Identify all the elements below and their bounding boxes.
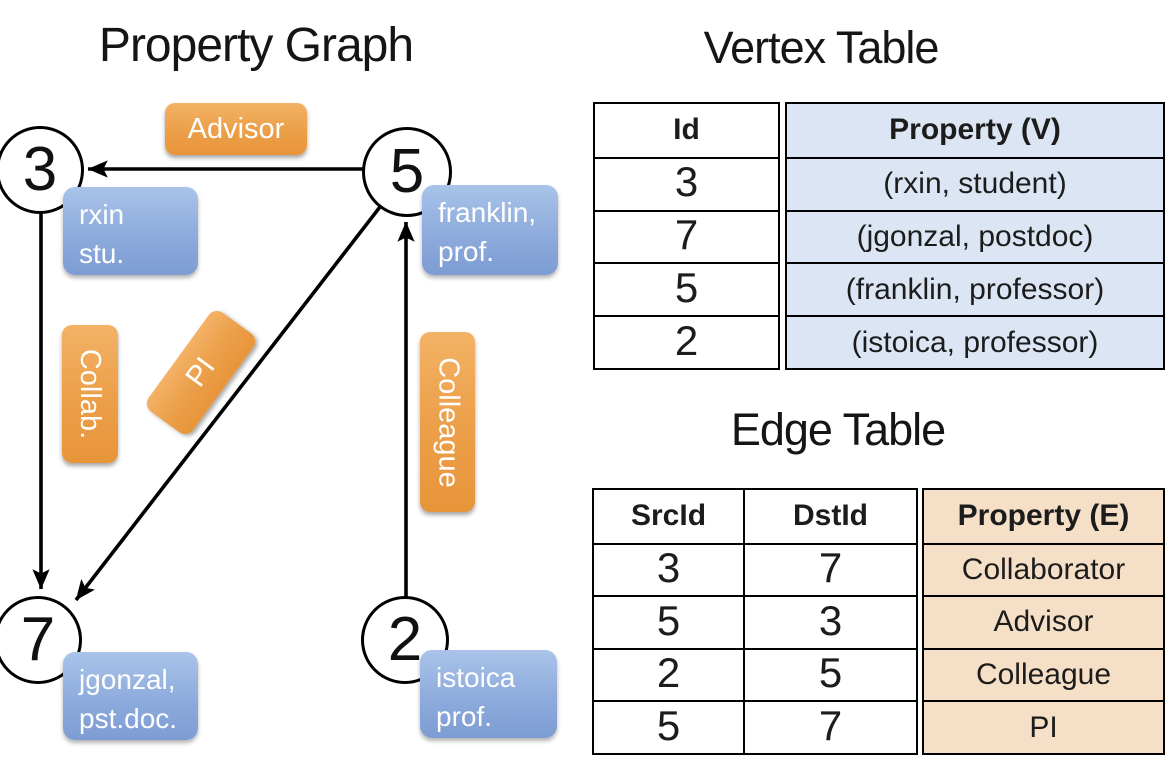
vertex-table-id-cell: 2 xyxy=(595,315,778,368)
vertex-box-franklin-line1: franklin, xyxy=(438,197,537,228)
vertex-box-franklin-line2: prof. xyxy=(438,236,495,268)
vertex-table-property-cell: (jgonzal, postdoc) xyxy=(787,209,1163,263)
edge-label-collab-text: Collab. xyxy=(74,348,107,440)
vertex-table-id-cell: 7 xyxy=(595,209,778,263)
edge-table-id-columns: SrcId DstId 3 7 5 3 2 5 5 7 xyxy=(592,488,918,755)
edge-table-src-cell: 5 xyxy=(594,595,743,648)
edge-table-dst-header: DstId xyxy=(743,490,916,543)
edge-table-property-cell: Advisor xyxy=(924,595,1163,648)
vertex-node-5-label: 5 xyxy=(389,137,425,206)
edge-label-advisor-text: Advisor xyxy=(187,112,285,145)
vertex-table-id-header: Id xyxy=(673,113,700,147)
edge-label-advisor: Advisor xyxy=(165,103,307,155)
edge-table-dst-cell: 3 xyxy=(743,595,916,648)
vertex-table-title: Vertex Table xyxy=(703,22,940,73)
vertex-table-property-column: Property (V) (rxin, student) (jgonzal, p… xyxy=(785,102,1165,370)
vertex-table-property-header: Property (V) xyxy=(889,113,1061,147)
vertex-node-3-label: 3 xyxy=(22,135,58,204)
vertex-box-jgonzal-line1: jgonzal, xyxy=(79,664,176,695)
edge-label-colleague: Colleague xyxy=(420,332,475,512)
vertex-box-rxin-line2: stu. xyxy=(79,238,125,270)
vertex-node-3: 3 xyxy=(0,126,84,214)
edge-table-src-cell: 3 xyxy=(594,542,743,596)
edge-table-dst-cell: 5 xyxy=(743,647,916,701)
vertex-box-jgonzal: jgonzal, pst.doc. xyxy=(63,652,198,740)
edge-table-src-cell: 2 xyxy=(594,647,743,701)
vertex-box-franklin: franklin, prof. xyxy=(422,185,558,275)
edge-table-property-cell: Colleague xyxy=(924,647,1163,701)
vertex-node-2-label: 2 xyxy=(387,605,423,674)
vertex-box-istoica-line1: istoica xyxy=(436,662,516,693)
edge-table-title: Edge Table xyxy=(730,404,946,455)
edge-label-pi: PI xyxy=(142,306,260,439)
vertex-box-istoica: istoica prof. xyxy=(420,650,557,738)
edge-table-property-header: Property (E) xyxy=(957,499,1130,533)
vertex-box-jgonzal-line2: pst.doc. xyxy=(79,703,178,735)
vertex-node-2: 2 xyxy=(361,596,449,684)
edge-table-property-cell: Collaborator xyxy=(924,542,1163,596)
vertex-node-7-label: 7 xyxy=(20,605,56,674)
vertex-table-id-column: Id 3 7 5 2 xyxy=(593,102,780,370)
edge-label-collab: Collab. xyxy=(62,325,118,463)
edge-table-dst-cell: 7 xyxy=(743,542,916,596)
vertex-table-property-cell: (istoica, professor) xyxy=(787,315,1163,368)
edge-table-src-header: SrcId xyxy=(630,499,707,533)
vertex-table-property-cell: (franklin, professor) xyxy=(787,262,1163,315)
edge-table-dst-cell: 7 xyxy=(743,700,916,753)
property-graph-title: Property Graph xyxy=(98,19,414,72)
edge-table-property-cell: PI xyxy=(924,700,1163,753)
vertex-box-rxin: rxin stu. xyxy=(63,187,198,275)
edge-label-colleague-text: Colleague xyxy=(432,356,464,488)
vertex-box-rxin-line1: rxin xyxy=(79,199,125,230)
vertex-box-istoica-line2: prof. xyxy=(436,701,493,733)
edge-table-property-column: Property (E) Collaborator Advisor Collea… xyxy=(922,488,1165,755)
vertex-table-id-cell: 3 xyxy=(595,156,778,210)
edge-table-src-cell: 5 xyxy=(594,700,743,753)
vertex-table-id-cell: 5 xyxy=(595,262,778,315)
vertex-table-property-cell: (rxin, student) xyxy=(787,156,1163,210)
